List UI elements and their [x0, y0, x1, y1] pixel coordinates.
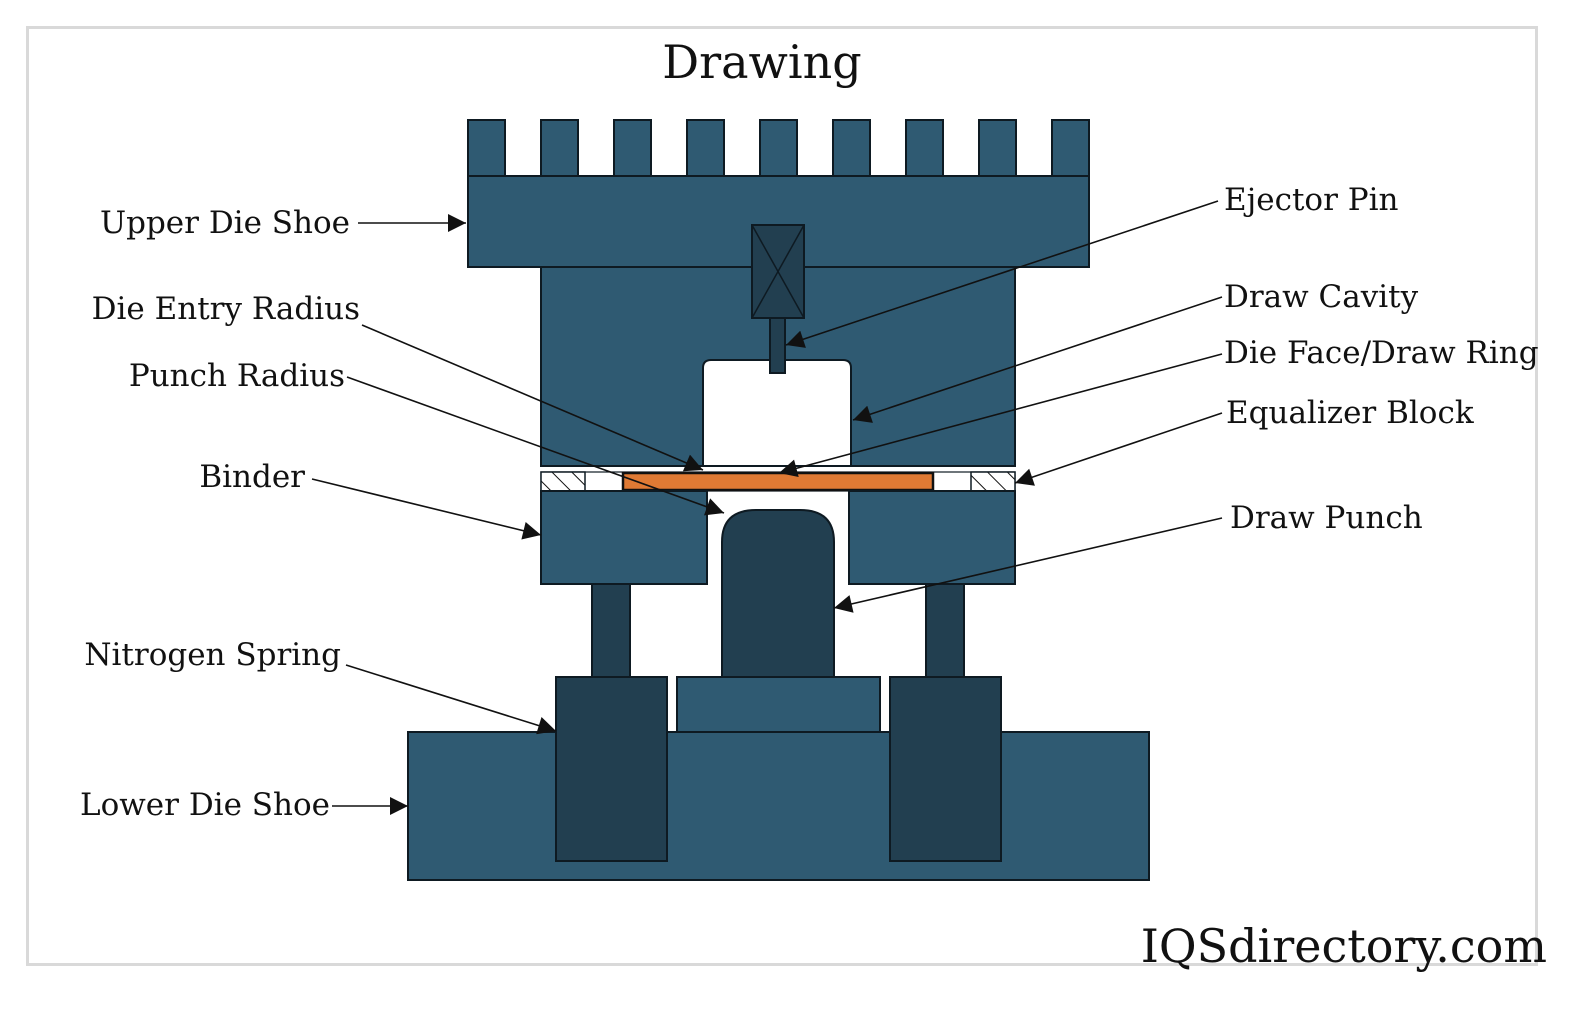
leader-die-entry-radius [361, 324, 704, 472]
label-lower-die-shoe: Lower Die Shoe [80, 787, 330, 823]
label-equalizer-block: Equalizer Block [1226, 395, 1474, 431]
label-die-face-draw-ring: Die Face/Draw Ring [1224, 335, 1539, 371]
lower-die-shoe [407, 731, 1150, 881]
label-ejector-pin: Ejector Pin [1224, 182, 1399, 218]
label-punch-radius: Punch Radius [129, 358, 345, 394]
punch-base [676, 676, 881, 733]
draw-punch [721, 509, 835, 681]
label-upper-die-shoe: Upper Die Shoe [100, 205, 350, 241]
nitrogen-spring-rod-right [925, 583, 965, 678]
leader-nitrogen-spring [345, 664, 557, 735]
diagram-title: Drawing [662, 35, 861, 89]
binder-right [848, 490, 1016, 585]
brand-watermark: IQSdirectory.com [1141, 919, 1547, 973]
nitrogen-spring-left [555, 676, 668, 862]
label-die-entry-radius: Die Entry Radius [92, 291, 360, 327]
leader-punch-radius [346, 376, 725, 516]
draw-cavity [702, 359, 852, 467]
leader-draw-punch [833, 517, 1223, 613]
equalizer-block-right [970, 471, 1016, 492]
label-draw-punch: Draw Punch [1230, 500, 1423, 536]
nitrogen-spring-rod-left [591, 583, 631, 678]
label-binder: Binder [199, 459, 305, 495]
ejector-pin [751, 224, 805, 374]
binder-left [540, 490, 708, 585]
upper-die-shoe-teeth [467, 119, 1090, 177]
label-draw-cavity: Draw Cavity [1224, 279, 1419, 315]
nitrogen-spring-right [889, 676, 1002, 862]
label-nitrogen-spring: Nitrogen Spring [84, 637, 341, 673]
leader-lines [311, 200, 1223, 815]
leader-equalizer-block [1014, 412, 1223, 486]
leader-binder [311, 478, 542, 540]
leader-draw-cavity [852, 296, 1223, 423]
sheet-blank [621, 471, 935, 492]
equalizer-block-left [540, 471, 586, 492]
leader-ejector-pin [785, 200, 1219, 348]
leader-die-face-draw-ring [778, 353, 1223, 478]
